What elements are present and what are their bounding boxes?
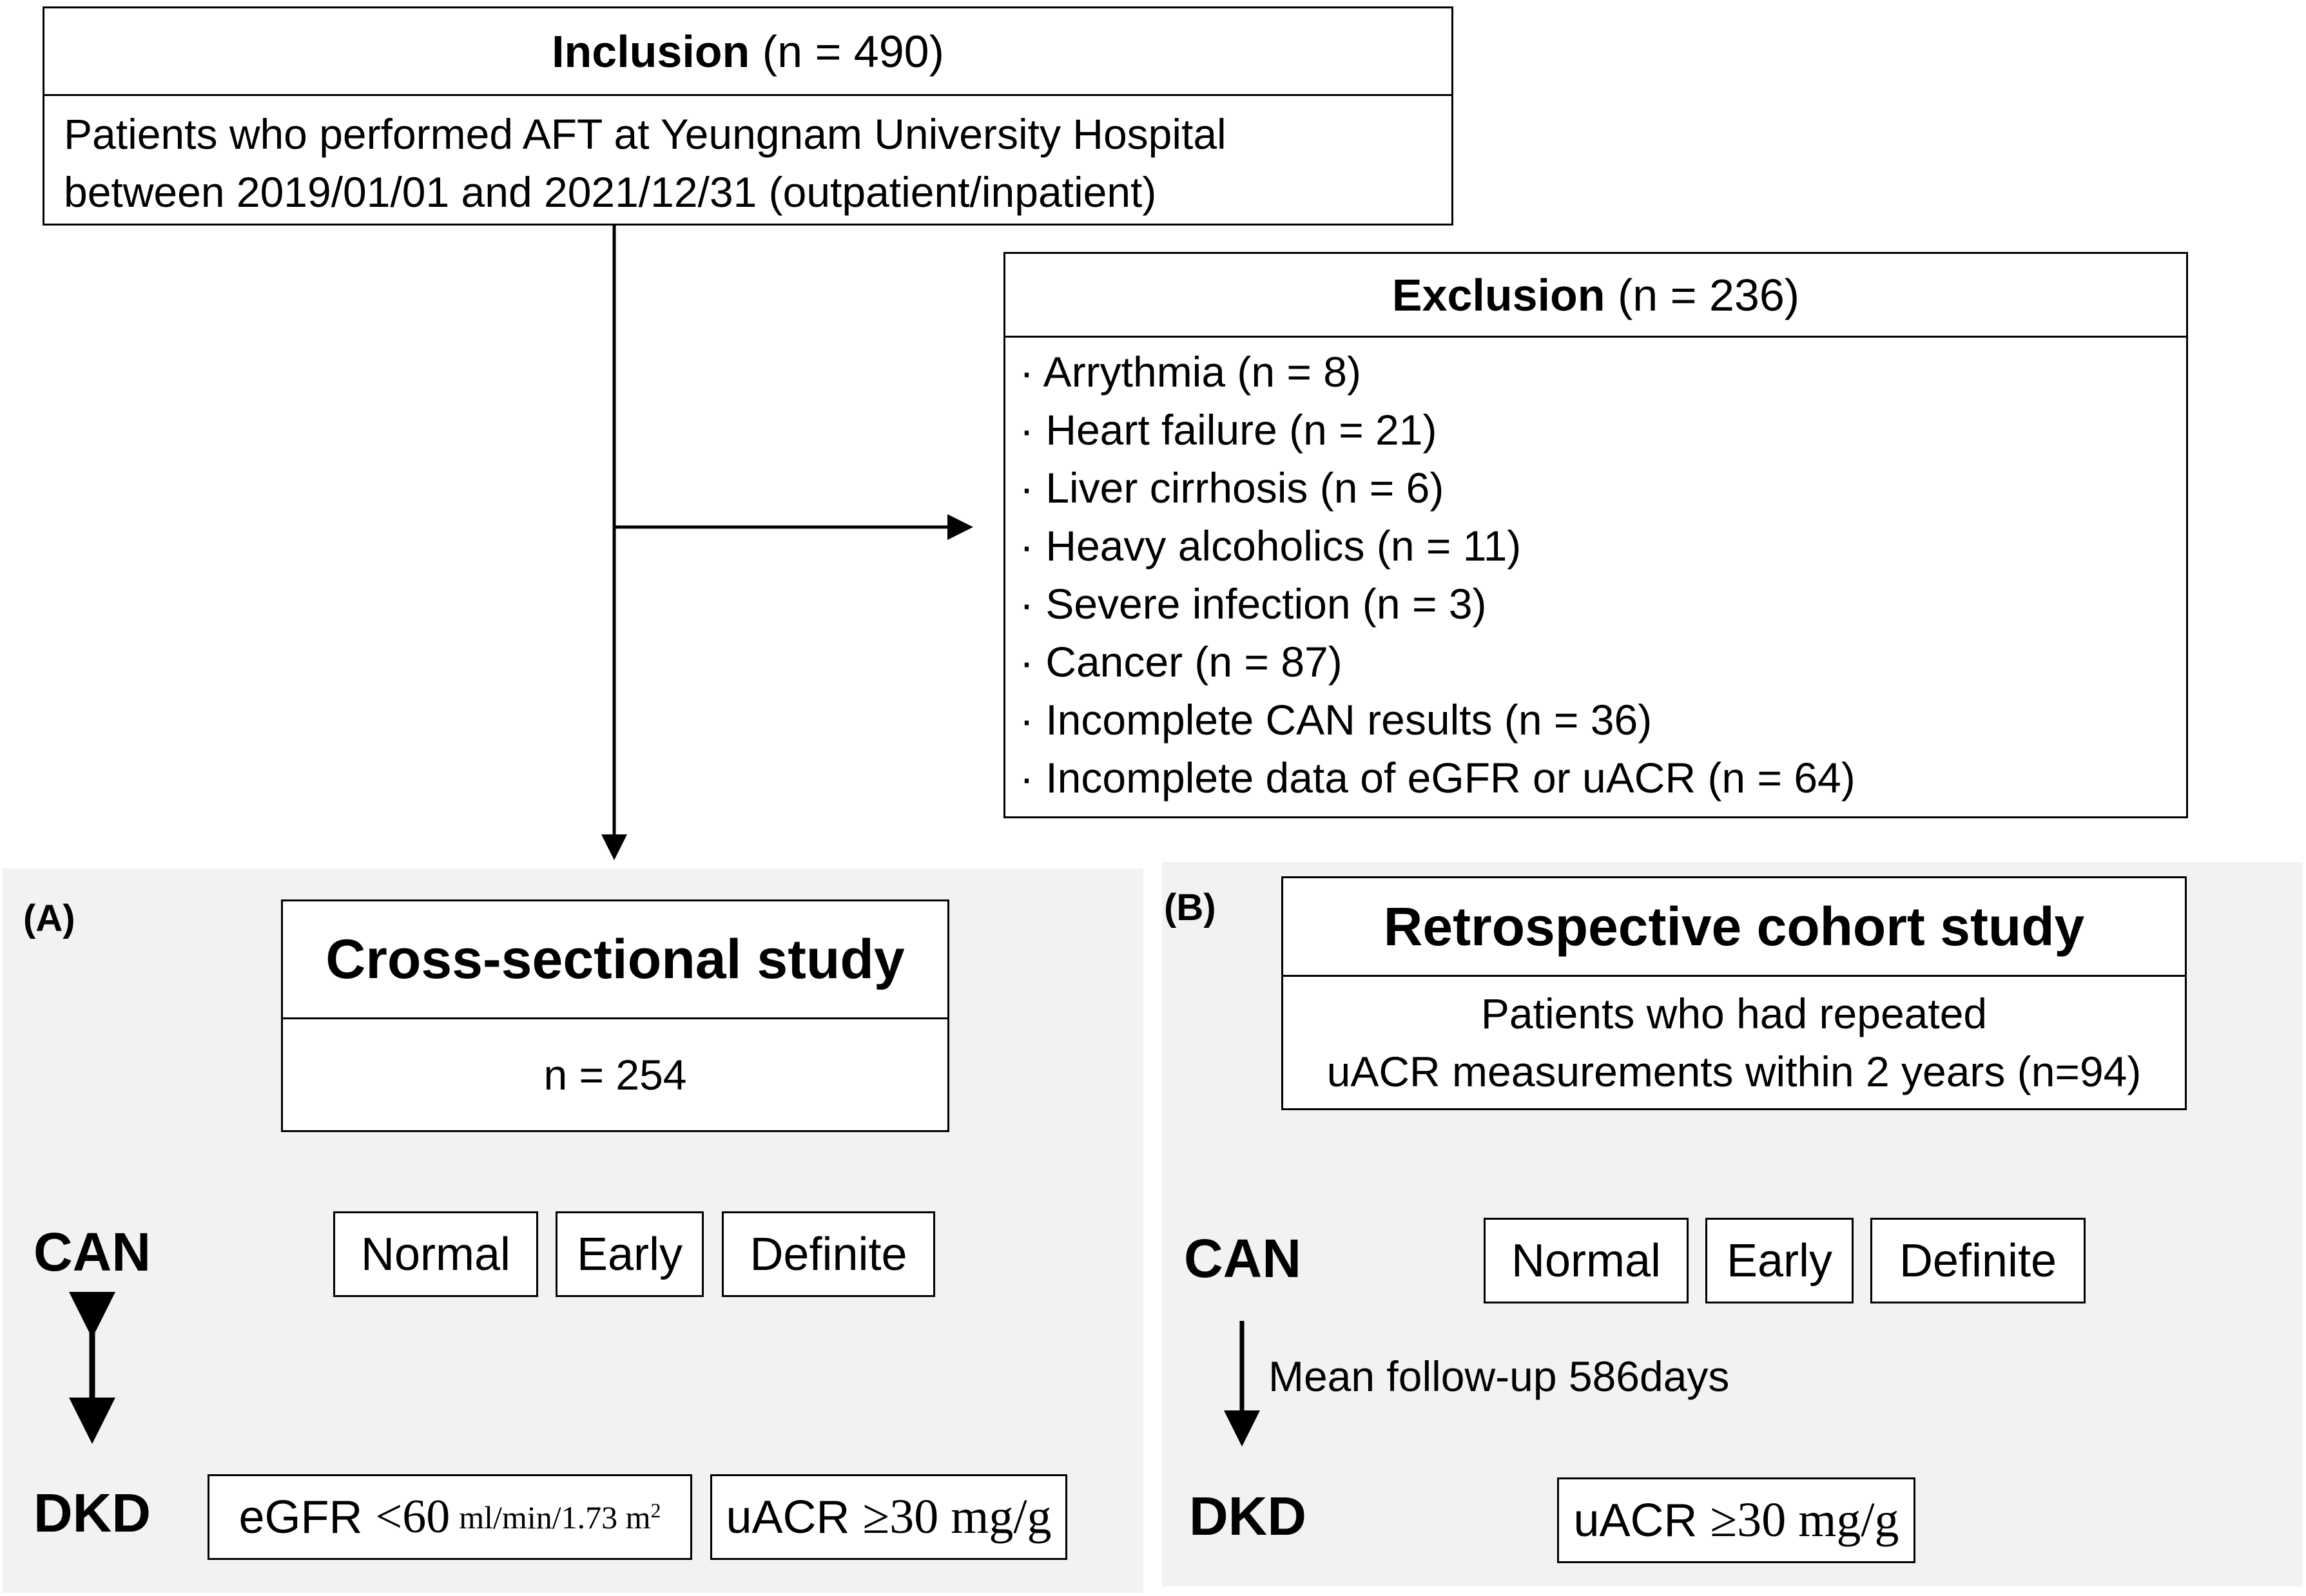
panel-b-can-normal: Normal: [1484, 1218, 1689, 1303]
panel-b-uacr-value: ≥30 mg/g: [1710, 1493, 1899, 1547]
exclusion-title: Exclusion (n = 236): [1005, 254, 2186, 336]
inclusion-desc-line1: Patients who performed AFT at Yeungnam U…: [64, 110, 1226, 158]
panel-a-uacr-box: uACR ≥30 mg/g: [710, 1474, 1067, 1560]
retrospective-desc-line1: Patients who had repeated: [1480, 990, 1988, 1037]
retrospective-desc-line2: uACR measurements within 2 years (n=94): [1326, 1048, 2142, 1095]
followup-text: Mean follow-up 586days: [1268, 1352, 1730, 1400]
retrospective-description: Patients who had repeated uACR measureme…: [1283, 985, 2185, 1101]
exclusion-item: · Cancer (n = 87): [1020, 638, 1342, 686]
panel-a-uacr-value: ≥30 mg/g: [862, 1490, 1052, 1544]
exclusion-item: · Incomplete CAN results (n = 36): [1020, 696, 1652, 744]
panel-b-dkd-label: DKD: [1189, 1486, 1306, 1546]
exclusion-item: · Incomplete data of eGFR or uACR (n = 6…: [1020, 754, 1855, 802]
egfr-value: <60: [375, 1490, 451, 1543]
exclusion-item: · Liver cirrhosis (n = 6): [1020, 464, 1444, 512]
panel-a-can-early: Early: [556, 1211, 704, 1297]
egfr-prefix: eGFR: [238, 1491, 376, 1543]
inclusion-box: Inclusion (n = 490) Patients who perform…: [43, 6, 1453, 226]
panel-a-can-definite: Definite: [722, 1211, 935, 1297]
retrospective-title: Retrospective cohort study: [1383, 896, 2085, 957]
exclusion-count: (n = 236): [1605, 269, 1800, 320]
panel-b-uacr-prefix: uACR: [1573, 1494, 1710, 1546]
panel-a-label: (A): [23, 898, 75, 939]
panel-a-dkd-label: DKD: [34, 1483, 151, 1543]
inclusion-description: Patients who performed AFT at Yeungnam U…: [64, 105, 1226, 221]
egfr-unit: ml/min/1.73 m: [459, 1499, 651, 1535]
panel-b-can-early: Early: [1705, 1218, 1854, 1303]
panel-b-can-label: CAN: [1184, 1228, 1301, 1289]
exclusion-item: · Arrythmia (n = 8): [1020, 348, 1361, 396]
exclusion-title-bold: Exclusion: [1391, 269, 1605, 320]
exclusion-list: · Arrythmia (n = 8) · Heart failure (n =…: [1020, 347, 2173, 811]
inclusion-desc-line2: between 2019/01/01 and 2021/12/31 (outpa…: [64, 168, 1157, 216]
panel-b-uacr-box: uACR ≥30 mg/g: [1557, 1477, 1915, 1563]
inclusion-title: Inclusion (n = 490): [44, 8, 1451, 94]
cross-sectional-n: n = 254: [543, 1051, 687, 1099]
cross-sectional-title: Cross-sectional study: [325, 928, 905, 990]
cross-sectional-box: Cross-sectional study n = 254: [281, 899, 949, 1132]
inclusion-title-bold: Inclusion: [552, 26, 750, 77]
panel-a-can-normal: Normal: [333, 1211, 538, 1297]
exclusion-item: · Heart failure (n = 21): [1020, 406, 1437, 454]
panel-a-can-label: CAN: [34, 1222, 151, 1282]
exclusion-item: · Heavy alcoholics (n = 11): [1020, 522, 1522, 570]
exclusion-box: Exclusion (n = 236) · Arrythmia (n = 8) …: [1003, 252, 2188, 818]
retrospective-box: Retrospective cohort study Patients who …: [1281, 876, 2187, 1110]
panel-a-uacr-prefix: uACR: [726, 1491, 863, 1543]
panel-b-can-definite: Definite: [1870, 1218, 2086, 1303]
exclusion-item: · Severe infection (n = 3): [1020, 580, 1487, 628]
egfr-unit-superscript: 2: [650, 1499, 661, 1522]
panel-b-label: (B): [1164, 887, 1216, 928]
inclusion-count: (n = 490): [750, 26, 944, 77]
